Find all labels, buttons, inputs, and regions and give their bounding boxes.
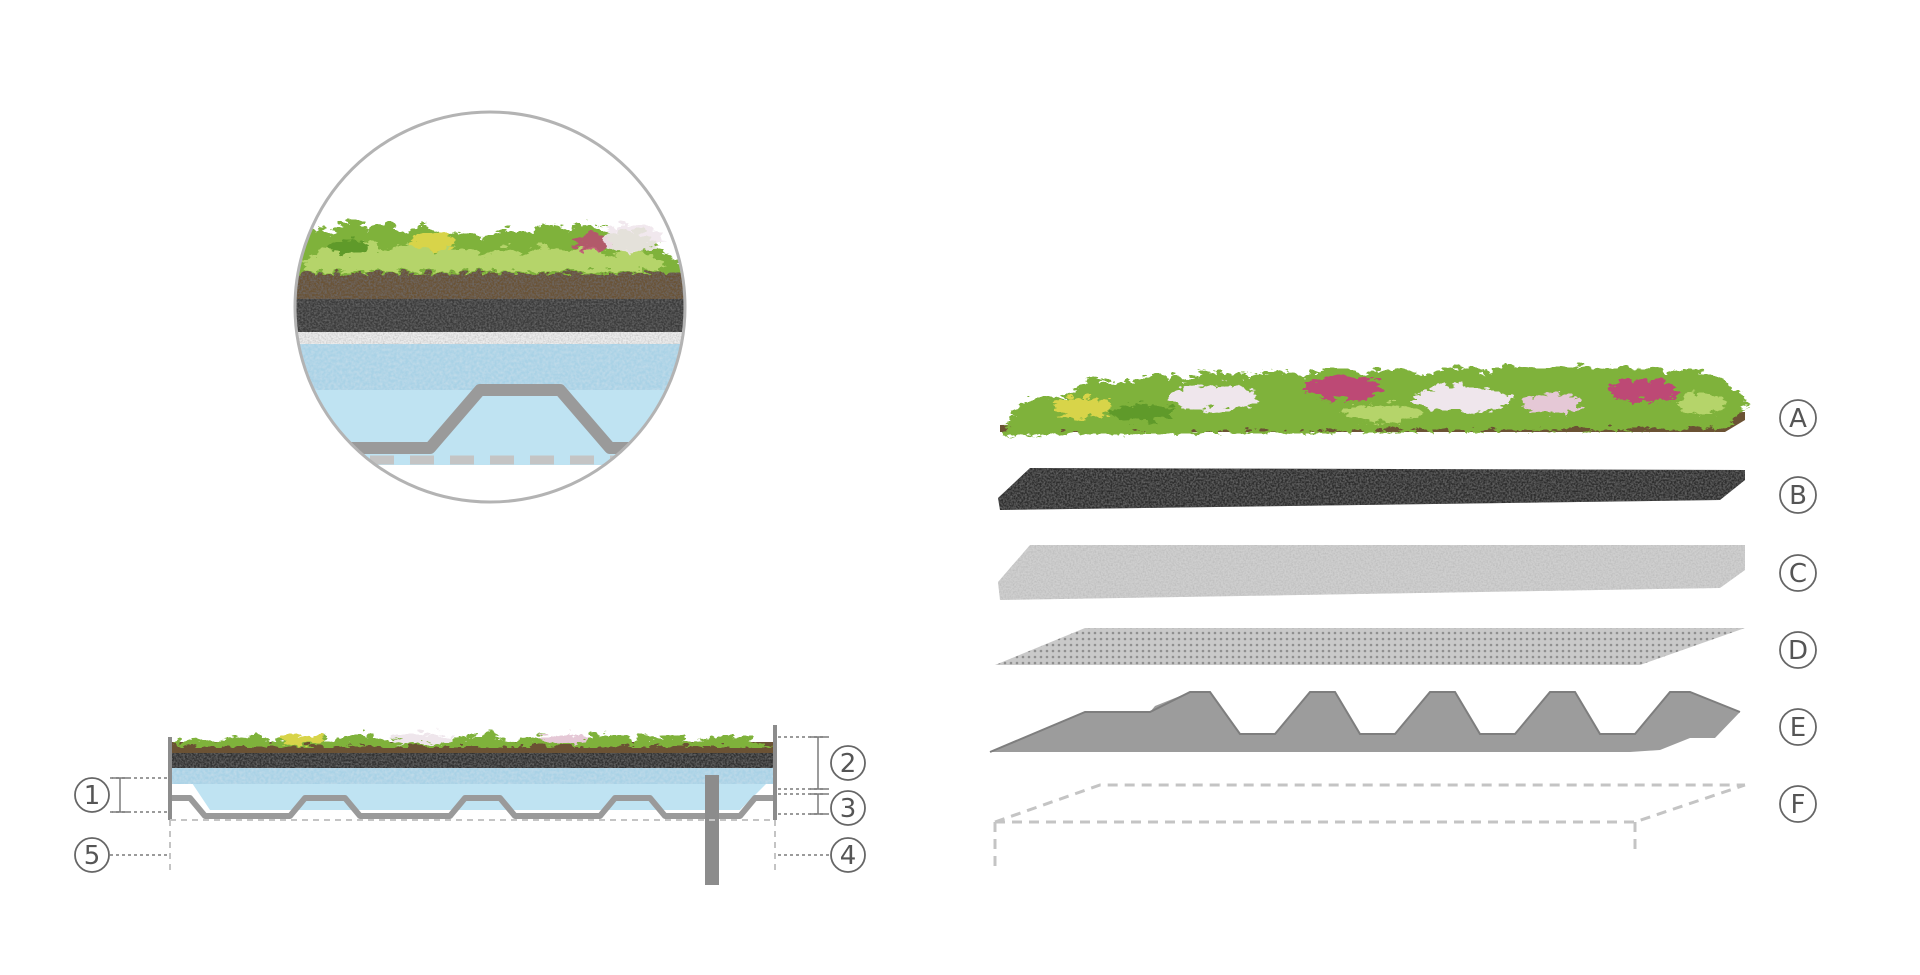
layer-f-structure	[993, 783, 1746, 870]
marker-b: B	[1779, 476, 1817, 514]
layer-e-steel-deck	[990, 692, 1740, 752]
svg-text:B: B	[1789, 481, 1807, 511]
magnified-detail-circle	[293, 110, 687, 504]
layer-b-drainage	[998, 468, 1745, 510]
marker-1: 1	[74, 777, 110, 813]
marker-e: E	[1779, 708, 1817, 746]
svg-text:3: 3	[840, 794, 857, 824]
section-support-column	[705, 775, 719, 885]
circle-soil-layer	[295, 265, 685, 299]
layer-a-vegetation	[1000, 362, 1745, 432]
svg-text:A: A	[1789, 404, 1807, 434]
svg-text:C: C	[1789, 559, 1807, 589]
circle-water-layer	[295, 385, 685, 465]
circle-filter-layer	[295, 330, 685, 344]
section-vegetation	[170, 731, 775, 744]
marker-f: F	[1779, 785, 1817, 823]
marker-2: 2	[830, 745, 866, 781]
marker-5: 5	[74, 837, 110, 873]
circle-drainage-layer	[295, 297, 685, 332]
svg-text:D: D	[1788, 636, 1808, 666]
svg-text:4: 4	[840, 841, 857, 871]
svg-text:1: 1	[84, 781, 101, 811]
section-gravel	[170, 768, 775, 784]
circle-vegetation	[295, 217, 685, 270]
cross-section: 1 2 3 4 5	[74, 725, 866, 885]
section-soil	[170, 742, 775, 753]
marker-4: 4	[830, 837, 866, 873]
marker-d: D	[1779, 631, 1817, 669]
dimension-lines	[110, 736, 830, 856]
marker-c: C	[1779, 554, 1817, 592]
layer-d-membrane	[995, 628, 1745, 665]
svg-text:5: 5	[84, 841, 101, 871]
svg-text:2: 2	[840, 749, 857, 779]
section-drainage	[170, 752, 775, 768]
section-steel-deck	[170, 795, 775, 819]
svg-text:E: E	[1790, 713, 1806, 743]
marker-a: A	[1779, 399, 1817, 437]
exploded-layers: A B C D E F	[989, 362, 1817, 870]
svg-text:F: F	[1791, 790, 1806, 820]
layer-c-filter	[998, 545, 1745, 600]
circle-gravel-layer	[295, 340, 685, 390]
marker-3: 3	[830, 790, 866, 826]
